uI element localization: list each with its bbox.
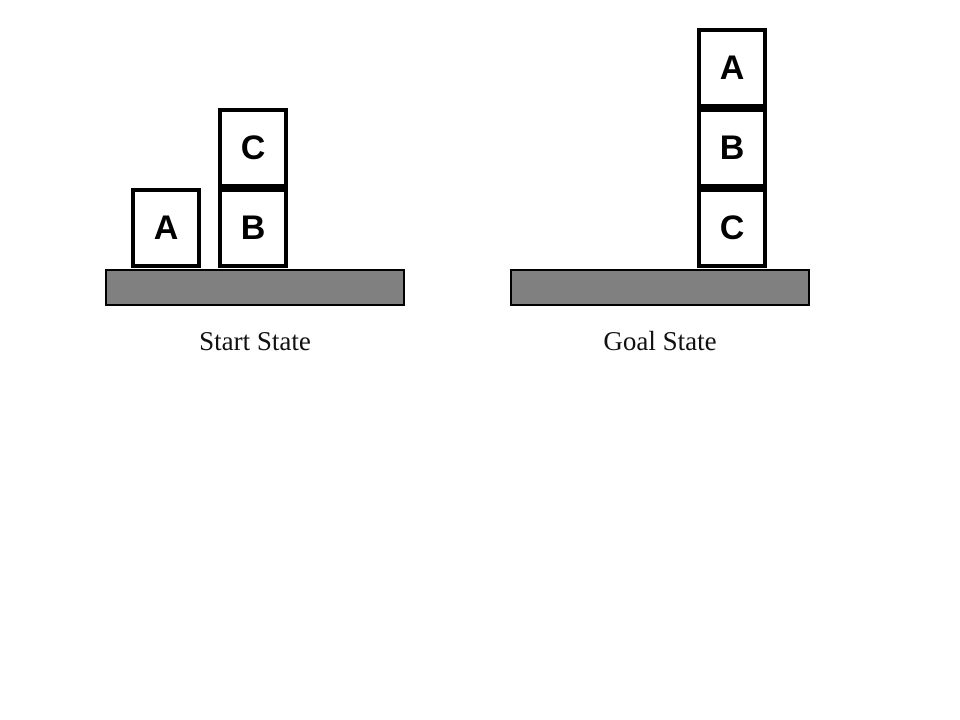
start-block-b: B [218,188,288,268]
start-block-a: A [131,188,201,268]
goal-block-c: C [697,188,767,268]
goal-state-panel: A B C Goal State [510,0,810,380]
goal-block-b: B [697,108,767,188]
goal-table [510,269,810,306]
start-state-panel: A B C Start State [105,0,405,380]
start-state-caption: Start State [199,326,311,356]
goal-block-a: A [697,28,767,108]
start-block-c: C [218,108,288,188]
goal-state-caption: Goal State [603,326,717,356]
start-table [105,269,405,306]
